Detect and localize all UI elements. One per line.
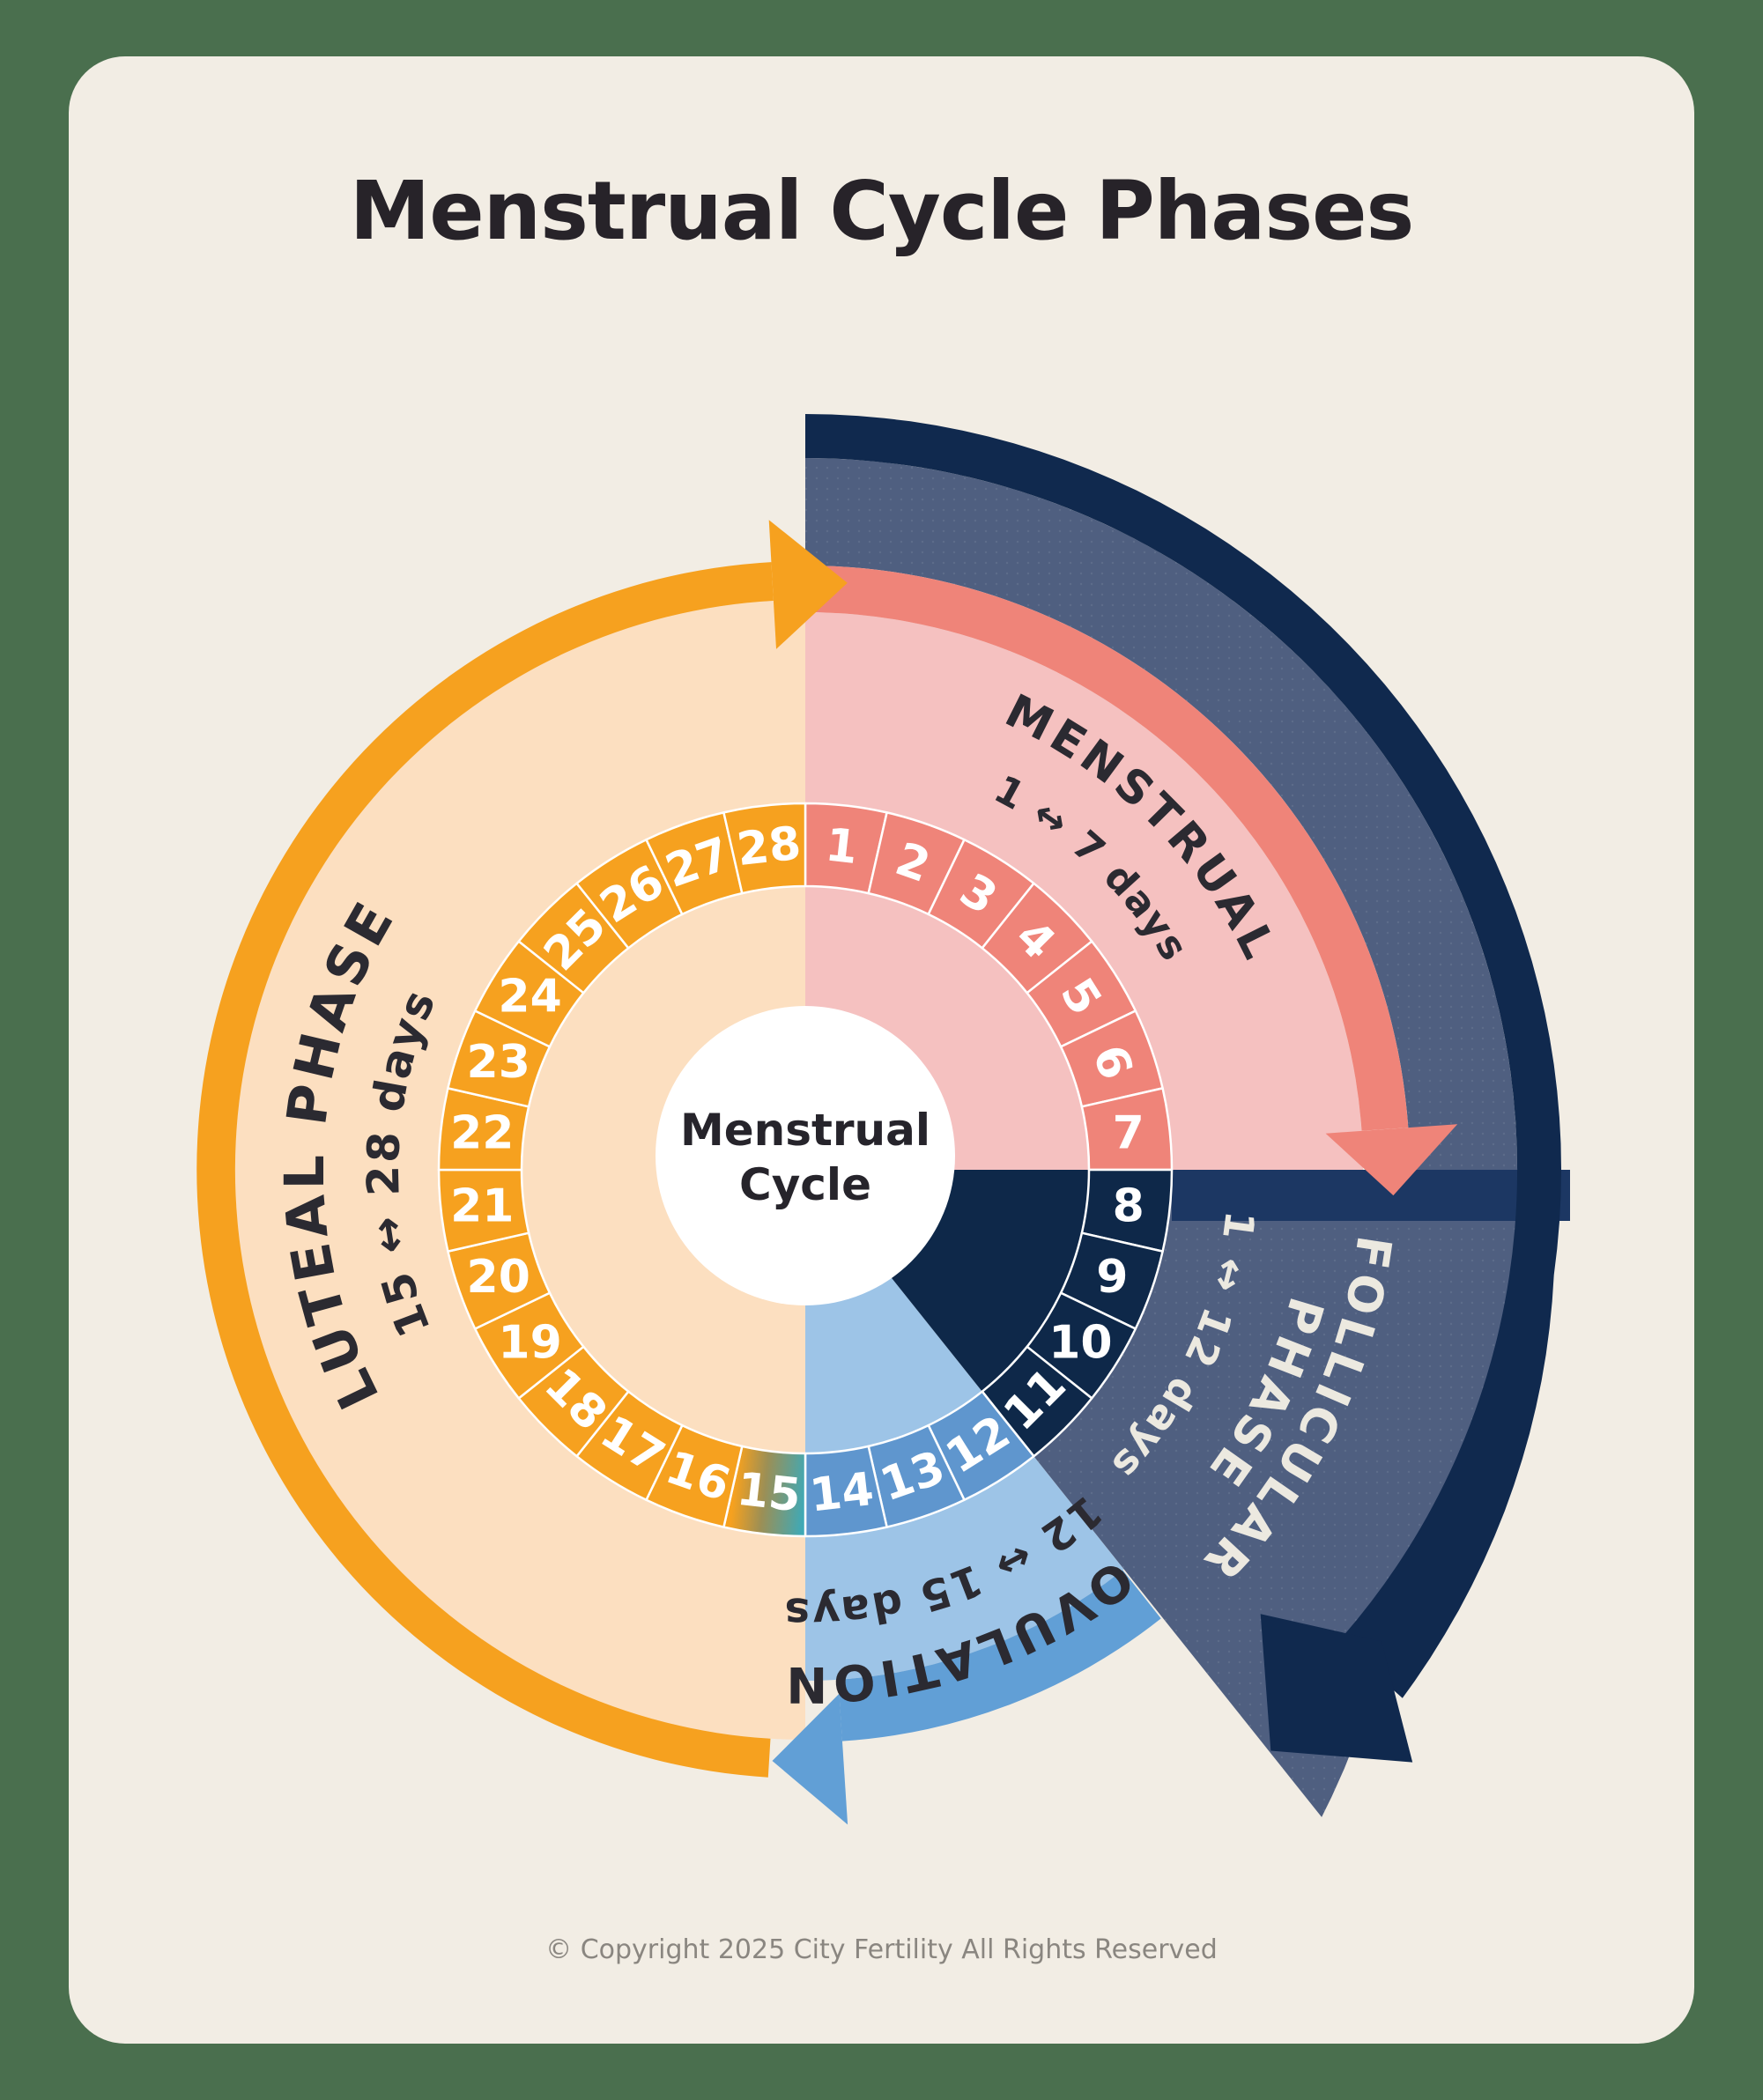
arrow-head-ovulation-icon — [772, 1693, 848, 1825]
day-number-9: 9 — [1096, 1251, 1128, 1304]
center-label-line2: Cycle — [739, 1159, 871, 1210]
phase-fill-menstrual — [805, 612, 1363, 1170]
day-number-19: 19 — [498, 1316, 561, 1369]
divider-stripe — [1172, 1170, 1570, 1221]
day-number-22: 22 — [450, 1107, 514, 1160]
day-number-10: 10 — [1048, 1316, 1112, 1369]
arrow-head-menstrual-icon — [1325, 1124, 1458, 1196]
day-number-28: 28 — [734, 817, 804, 876]
page-title: Menstrual Cycle Phases — [349, 164, 1415, 258]
arrow-band-menstrual — [805, 566, 1409, 1131]
arrow-band-follicular — [805, 414, 1561, 1698]
arrow-band-ovulation — [838, 1570, 1161, 1741]
day-number-7: 7 — [1113, 1107, 1144, 1160]
arrow-head-follicular-icon — [1260, 1614, 1413, 1763]
day-number-1: 1 — [823, 818, 861, 875]
copyright-text: © Copyright 2025 City Fertility All Righ… — [545, 1934, 1218, 1965]
day-number-8: 8 — [1113, 1179, 1144, 1232]
day-number-21: 21 — [450, 1179, 514, 1232]
day-number-15: 15 — [734, 1463, 804, 1523]
center-circle — [656, 1006, 955, 1305]
day-number-20: 20 — [467, 1251, 530, 1304]
outer-band-follicular-texture — [805, 458, 1517, 1170]
center-label: Menstrual Cycle — [629, 1103, 982, 1212]
day-number-24: 24 — [498, 971, 561, 1024]
center-label-line1: Menstrual — [679, 1105, 931, 1156]
day-number-23: 23 — [467, 1036, 530, 1089]
day-segment-28 — [722, 802, 807, 895]
day-number-14: 14 — [807, 1463, 877, 1523]
arrow-head-luteal-icon — [768, 520, 848, 649]
phase-wedge-follicular-texture — [1033, 1170, 1519, 1817]
